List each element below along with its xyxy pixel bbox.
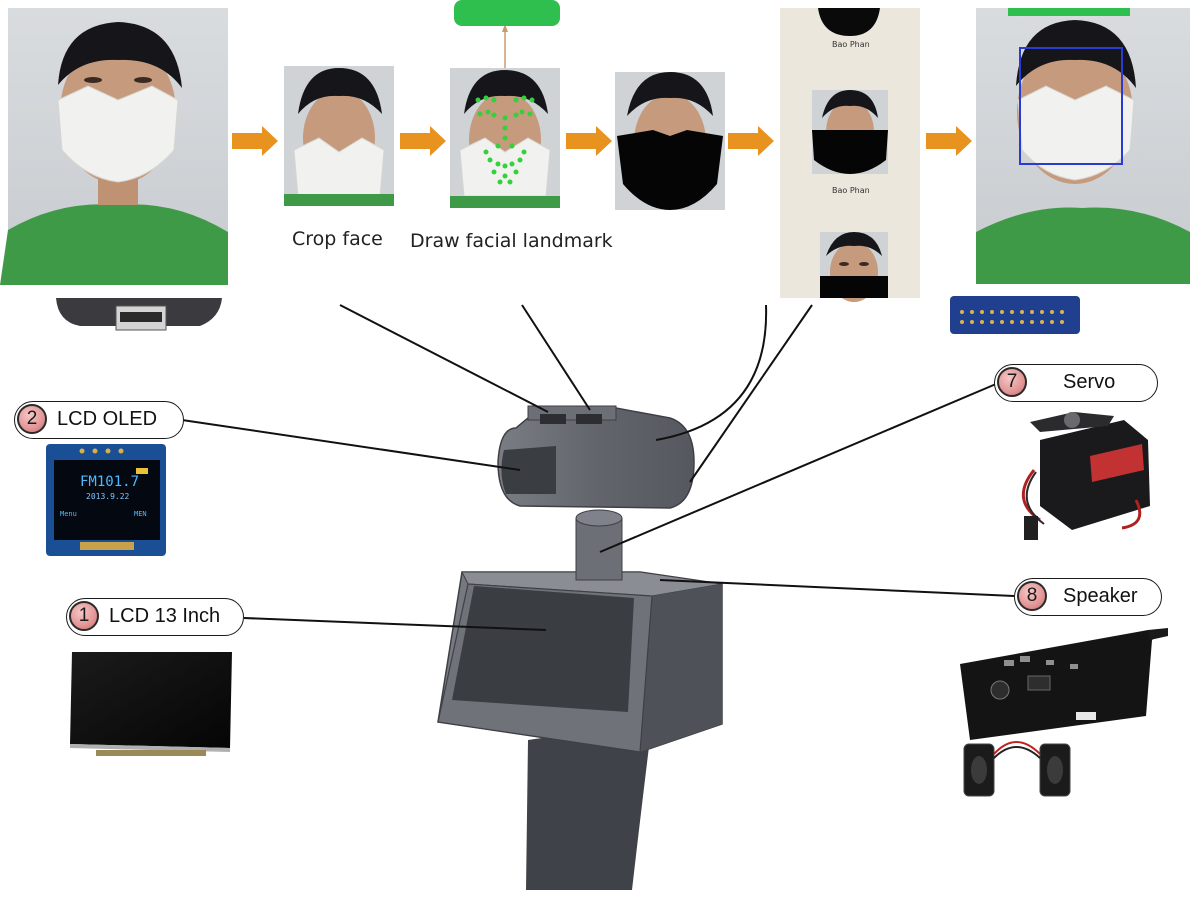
servo-image [1021, 412, 1150, 540]
oled-left-label: Menu [60, 510, 77, 518]
gpio-board-image [950, 296, 1080, 334]
tag-number-badge: 1 [69, 601, 99, 631]
input-photo [0, 8, 228, 285]
speaker-pair-image [963, 741, 1071, 797]
tag-lcd-13-inch: 1 LCD 13 Inch [66, 598, 244, 636]
lcd-13-inch-image [70, 652, 232, 756]
leader-lines [181, 304, 1015, 631]
landmark-face-image [450, 24, 560, 208]
face-gallery [780, 8, 920, 302]
tag-speaker: 8 Speaker [1014, 578, 1162, 616]
robot-model [437, 405, 723, 890]
lcd-oled-image [46, 444, 166, 556]
tag-label: Servo [1063, 371, 1116, 393]
tag-label: LCD 13 Inch [109, 605, 221, 627]
masked-face-image [615, 72, 725, 210]
tag-number-badge: 8 [1017, 581, 1047, 611]
camera-module-image [56, 298, 222, 331]
draw-landmark-caption: Draw facial landmark [410, 230, 613, 252]
oled-screen-text: FM101.7 2013.9.22 Menu MEN [54, 460, 160, 540]
recognized-output-photo [976, 8, 1190, 284]
landmark-points [475, 95, 535, 185]
tag-lcd-oled: 2 LCD OLED [14, 401, 184, 439]
flow-arrows [232, 126, 972, 156]
oled-date: 2013.9.22 [86, 492, 130, 501]
green-status-bar [454, 0, 560, 26]
speaker-board-image [960, 628, 1168, 740]
crop-face-caption: Crop face [292, 228, 383, 250]
oled-right-label: MEN [134, 510, 147, 518]
tag-servo: 7 Servo [994, 364, 1158, 402]
tag-label: LCD OLED [57, 408, 158, 430]
tag-number-badge: 2 [17, 404, 47, 434]
tag-number-badge: 7 [997, 367, 1027, 397]
oled-station: FM101.7 [80, 474, 140, 490]
cropped-face-image [284, 66, 394, 206]
gallery-name-1: Bao Phan [832, 40, 870, 49]
gallery-name-2: Bao Phan [832, 186, 870, 195]
tag-label: Speaker [1063, 585, 1138, 607]
